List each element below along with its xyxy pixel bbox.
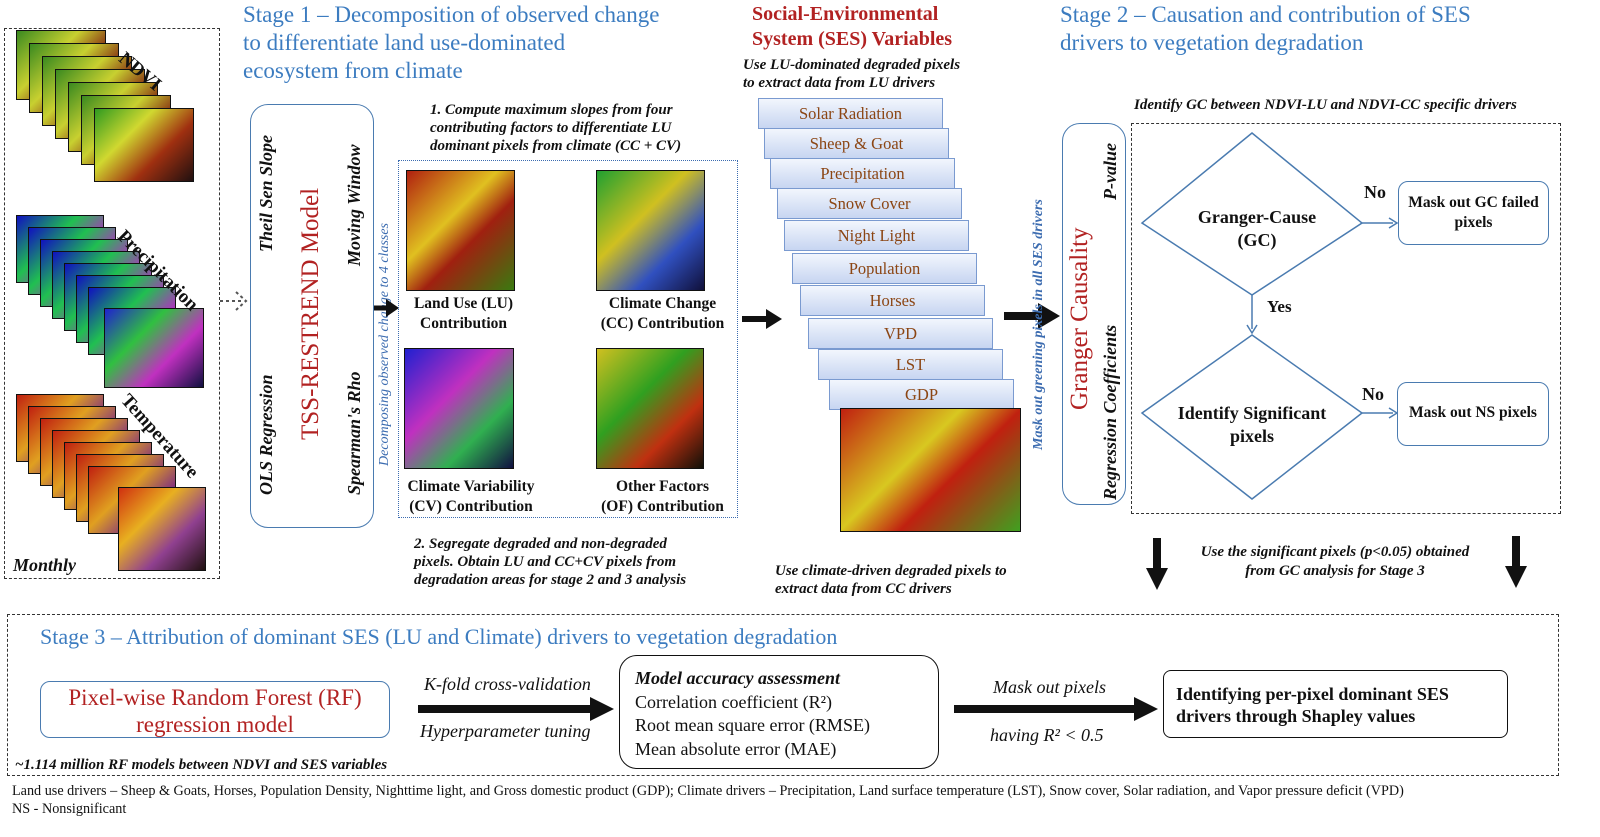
map-tile bbox=[104, 308, 204, 388]
inputs-arrow bbox=[220, 291, 248, 311]
ses-card: Horses bbox=[800, 285, 985, 316]
ses-map bbox=[840, 408, 1021, 532]
of-map bbox=[596, 348, 704, 469]
rf-count-note: ~1.114 million RF models between NDVI an… bbox=[15, 757, 388, 773]
arrow-to-shapley bbox=[954, 697, 1158, 721]
yes-label: Yes bbox=[1267, 297, 1292, 316]
ses-card: Population bbox=[792, 253, 977, 284]
monthly-label: Monthly bbox=[13, 555, 77, 575]
sig-diamond-text: Identify Significant pixels bbox=[1177, 403, 1327, 446]
having-r2-label: having R² < 0.5 bbox=[990, 725, 1104, 745]
map-tile bbox=[118, 487, 206, 571]
mask-gc-text: Mask out GC failed pixels bbox=[1408, 194, 1539, 231]
accuracy-rmse: Root mean square error (RMSE) bbox=[635, 715, 870, 735]
stage2-title: Stage 2 – Causation and contribution of … bbox=[1060, 2, 1471, 55]
arrow-to-accuracy bbox=[418, 697, 614, 721]
regression-coef-label: Regression Coefficients bbox=[1100, 324, 1120, 500]
p-value-label: P-value bbox=[1100, 143, 1120, 200]
mask-pixels-label: Mask out pixels bbox=[993, 677, 1106, 697]
shapley-text: Identifying per-pixel dominant SES drive… bbox=[1176, 684, 1449, 726]
mask-gc-box bbox=[1398, 181, 1549, 245]
contrib-panel bbox=[398, 160, 738, 518]
significant-diamond bbox=[1140, 334, 1364, 500]
ses-card: Precipitation bbox=[770, 158, 955, 189]
cv-map bbox=[404, 348, 514, 469]
lu-map bbox=[406, 170, 515, 291]
no-label-2: No bbox=[1362, 384, 1384, 404]
ses-card: GDP bbox=[829, 379, 1014, 410]
ses-card: VPD bbox=[808, 318, 993, 349]
mask-greening-label: Mask out greening pixels in all SES driv… bbox=[1031, 199, 1046, 450]
rf-model-text: Pixel-wise Random Forest (RF) regression… bbox=[68, 685, 362, 737]
cv-caption: Climate Variability (CV) Contribution bbox=[407, 478, 535, 515]
of-caption: Other Factors (OF) Contribution bbox=[601, 478, 724, 515]
cc-caption: Climate Change (CC) Contribution bbox=[600, 295, 725, 332]
granger-causality-label: Granger Causality bbox=[1066, 227, 1093, 410]
ses-subtitle: Use LU-dominated degraded pixels to extr… bbox=[743, 57, 961, 91]
arrow-to-ses bbox=[742, 309, 782, 329]
ses-card: Night Light bbox=[784, 220, 969, 251]
kfold-label: K-fold cross-validation bbox=[424, 674, 591, 694]
ols-regression-label: OLS Regression bbox=[256, 374, 276, 495]
theil-sen-label: Theil Sen Slope bbox=[256, 134, 276, 252]
footer-legend: Land use drivers – Sheep & Goats, Horses… bbox=[12, 782, 1404, 818]
footer-ns: NS - Nonsignificant bbox=[12, 801, 127, 817]
mask-ns-text: Mask out NS pixels bbox=[1409, 404, 1537, 421]
tss-restrend-box bbox=[250, 104, 374, 528]
accuracy-text: Model accuracy assessment Correlation co… bbox=[635, 667, 870, 761]
ses-card: Snow Cover bbox=[777, 188, 962, 219]
gc-diamond-text: Granger-Cause (GC) bbox=[1197, 207, 1317, 250]
arrow-to-stage2 bbox=[1004, 303, 1060, 329]
no-label-1: No bbox=[1364, 182, 1386, 202]
decomposing-label: Decomposing observed change to 4 classes bbox=[377, 222, 392, 466]
hyperparameter-label: Hyperparameter tuning bbox=[420, 721, 591, 741]
ses-bottom-text: Use climate-driven degraded pixels to ex… bbox=[775, 563, 1007, 597]
granger-box bbox=[1062, 123, 1126, 505]
use-significant-text: Use the significant pixels (p<0.05) obta… bbox=[1200, 544, 1470, 579]
identify-gc-text: Identify GC between NDVI-LU and NDVI-CC … bbox=[1134, 97, 1517, 113]
spearman-label: Spearman's Rho bbox=[344, 371, 364, 495]
accuracy-mae: Mean absolute error (MAE) bbox=[635, 738, 837, 759]
mask-ns-box bbox=[1397, 382, 1549, 446]
stage2-panel bbox=[1131, 123, 1561, 514]
step1-text: 1. Compute maximum slopes from four cont… bbox=[430, 102, 682, 154]
accuracy-box bbox=[619, 655, 939, 769]
ses-title: Social-Environmental System (SES) Variab… bbox=[752, 3, 953, 50]
stage3-panel bbox=[7, 614, 1559, 776]
stage3-title: Stage 3 – Attribution of dominant SES (L… bbox=[40, 624, 838, 649]
down-arrow-left bbox=[1146, 538, 1168, 590]
cc-map bbox=[596, 170, 705, 291]
inputs-panel bbox=[4, 28, 220, 579]
accuracy-r2: Correlation coefficient (R²) bbox=[635, 691, 832, 712]
ses-card: LST bbox=[818, 349, 1003, 380]
accuracy-title: Model accuracy assessment bbox=[635, 668, 840, 688]
step2-text: 2. Segregate degraded and non-degraded p… bbox=[414, 536, 687, 588]
moving-window-label: Moving Window bbox=[344, 144, 364, 266]
tss-restrend-model: TSS-RESTREND Model bbox=[297, 187, 324, 440]
stage1-title: Stage 1 – Decomposition of observed chan… bbox=[243, 2, 660, 83]
lu-caption: Land Use (LU) Contribution bbox=[413, 295, 514, 332]
stage2-flow bbox=[1140, 132, 1399, 500]
rf-model-box bbox=[40, 681, 390, 738]
arrow-to-contrib bbox=[374, 299, 399, 317]
footer-drivers: Land use drivers – Sheep & Goats, Horses… bbox=[12, 783, 1404, 799]
shapley-box bbox=[1163, 670, 1508, 738]
map-tile bbox=[94, 108, 194, 182]
down-arrow-right bbox=[1505, 536, 1527, 588]
ses-card: Solar Radiation bbox=[758, 98, 943, 129]
ses-card: Sheep & Goat bbox=[764, 128, 949, 159]
